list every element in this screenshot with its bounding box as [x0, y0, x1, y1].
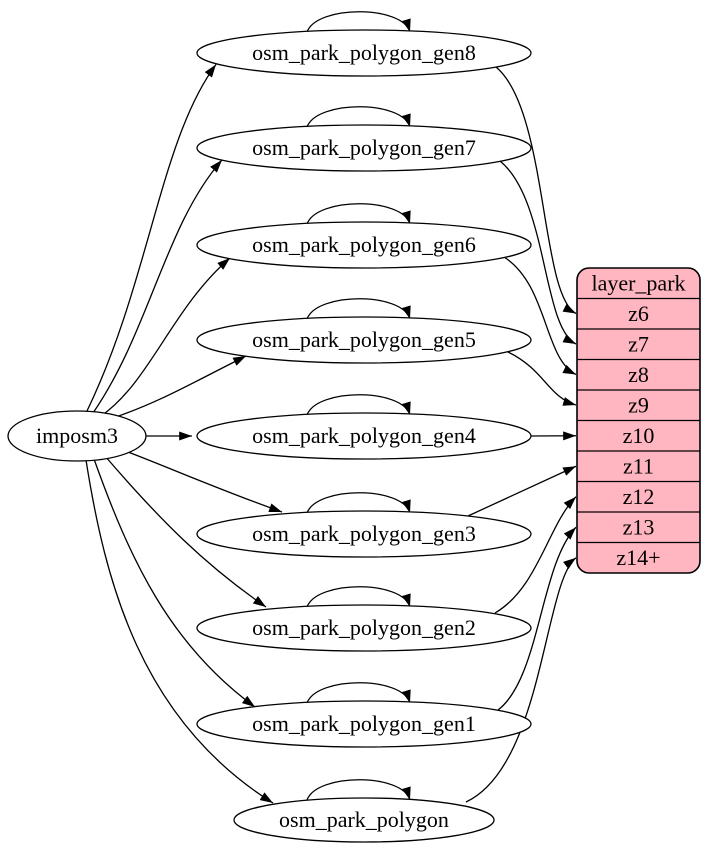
record-row-z9: z9: [628, 392, 649, 417]
edge-osm_park_polygon_gen2-to-layer_park-z12: [495, 497, 576, 613]
edge-imposm3-to-osm_park_polygon_gen1: [94, 459, 255, 707]
node-osm_park_polygon_gen8-label: osm_park_polygon_gen8: [252, 40, 476, 65]
node-osm_park_polygon_gen3-label: osm_park_polygon_gen3: [252, 521, 476, 546]
record-row-z14+: z14+: [616, 545, 660, 570]
self-loop-osm_park_polygon_gen3: [307, 493, 410, 513]
node-osm_park_polygon_gen1-label: osm_park_polygon_gen1: [252, 711, 476, 736]
node-osm_park_polygon_gen7-label: osm_park_polygon_gen7: [252, 135, 476, 160]
node-osm_park_polygon_gen6: osm_park_polygon_gen6: [197, 222, 531, 268]
self-loop-osm_park_polygon_gen2: [307, 587, 410, 607]
node-osm_park_polygon_gen4: osm_park_polygon_gen4: [197, 413, 531, 459]
edge-osm_park_polygon_gen5-to-layer_park-z9: [508, 352, 576, 405]
node-osm_park_polygon_gen2-label: osm_park_polygon_gen2: [252, 615, 476, 640]
node-osm_park_polygon_gen3: osm_park_polygon_gen3: [197, 511, 531, 557]
nodes-layer: imposm3 osm_park_polygon_gen8 osm_park_pol…: [8, 30, 531, 842]
node-osm_park_polygon-label: osm_park_polygon: [279, 807, 449, 832]
node-osm_park_polygon_gen5: osm_park_polygon_gen5: [197, 317, 531, 363]
self-loop-osm_park_polygon_gen8: [307, 12, 410, 32]
self-loop-osm_park_polygon_gen4: [307, 395, 410, 415]
edge-osm_park_polygon-to-layer_park-z14+: [466, 558, 576, 802]
node-osm_park_polygon_gen2: osm_park_polygon_gen2: [197, 605, 531, 651]
record-row-z10: z10: [623, 423, 655, 448]
edge-imposm3-to-osm_park_polygon_gen5: [113, 356, 246, 418]
record-layer: layer_park z6 z7 z8 z9 z10 z11 z12 z13 z14+: [577, 268, 700, 573]
self-loop-osm_park_polygon: [307, 780, 410, 800]
record-layer_park-title: layer_park: [591, 270, 685, 295]
node-osm_park_polygon: osm_park_polygon: [234, 798, 494, 842]
record-row-z7: z7: [628, 331, 649, 356]
record-row-z12: z12: [623, 484, 655, 509]
self-loop-osm_park_polygon_gen1: [307, 683, 410, 703]
edge-imposm3-to-osm_park_polygon_gen3: [128, 452, 282, 512]
node-osm_park_polygon_gen6-label: osm_park_polygon_gen6: [252, 232, 476, 257]
node-osm_park_polygon_gen7: osm_park_polygon_gen7: [197, 125, 531, 171]
node-osm_park_polygon_gen4-label: osm_park_polygon_gen4: [252, 423, 476, 448]
self-loop-osm_park_polygon_gen5: [307, 299, 410, 319]
node-imposm3-label: imposm3: [36, 423, 118, 448]
self-loop-osm_park_polygon_gen7: [307, 107, 410, 127]
node-osm_park_polygon_gen8: osm_park_polygon_gen8: [197, 30, 531, 76]
edge-osm_park_polygon_gen3-to-layer_park-z11: [468, 466, 576, 516]
record-row-z6: z6: [628, 301, 649, 326]
record-row-z13: z13: [623, 514, 655, 539]
self-loop-osm_park_polygon_gen6: [307, 204, 410, 224]
record-row-z8: z8: [628, 362, 649, 387]
record-layer_park: layer_park z6 z7 z8 z9 z10 z11 z12 z13 z14+: [577, 268, 700, 573]
record-row-z11: z11: [623, 453, 654, 478]
node-osm_park_polygon_gen1: osm_park_polygon_gen1: [197, 701, 531, 747]
node-imposm3: imposm3: [8, 411, 146, 461]
edge-osm_park_polygon_gen6-to-layer_park-z8: [504, 257, 576, 375]
edge-osm_park_polygon_gen8-to-layer_park-z6: [496, 67, 576, 314]
node-osm_park_polygon_gen5-label: osm_park_polygon_gen5: [252, 327, 476, 352]
